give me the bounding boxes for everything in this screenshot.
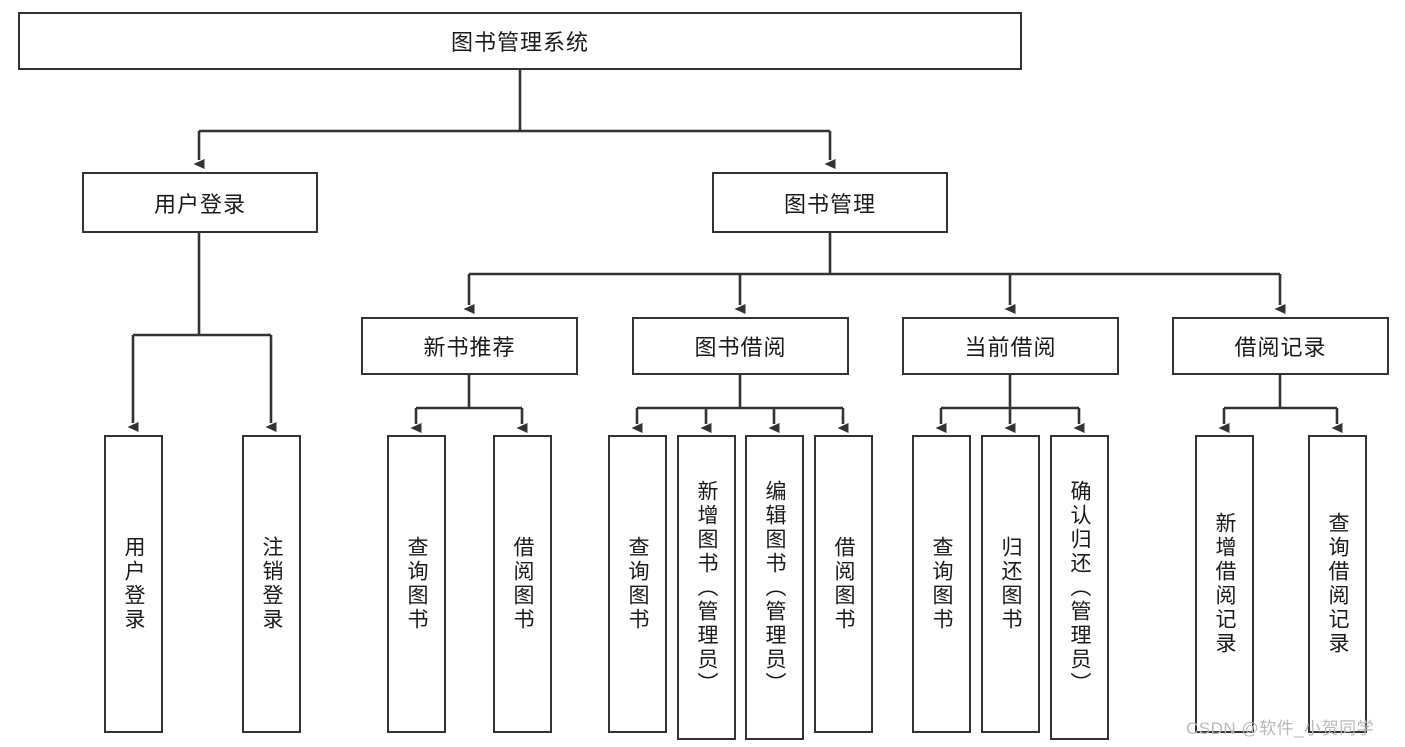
node-leaf-user-login-logout[interactable]: 注销登录 xyxy=(242,435,301,733)
node-user-login[interactable]: 用户登录 xyxy=(82,172,318,233)
node-label: 新增图书（管理员） xyxy=(695,479,719,696)
node-label: 确认归还（管理员） xyxy=(1068,479,1092,696)
node-leaf-user-login-login[interactable]: 用户登录 xyxy=(104,435,163,733)
node-label: 图书借阅 xyxy=(694,335,787,360)
node-label: 查询借阅记录 xyxy=(1326,512,1350,656)
node-leaf-new-book-borrow[interactable]: 借阅图书 xyxy=(493,435,552,733)
node-label: 当前借阅 xyxy=(964,335,1057,360)
node-leaf-book-borrow-edit[interactable]: 编辑图书（管理员） xyxy=(745,435,804,740)
node-label: 归还图书 xyxy=(999,536,1023,632)
node-leaf-current-borrow-query[interactable]: 查询图书 xyxy=(912,435,971,733)
node-label: 图书管理 xyxy=(783,191,876,217)
node-label: 借阅图书 xyxy=(511,536,535,632)
node-label: 新增借阅记录 xyxy=(1213,512,1237,656)
node-book-management[interactable]: 图书管理 xyxy=(712,172,948,233)
node-book-borrow[interactable]: 图书借阅 xyxy=(632,317,849,375)
node-leaf-new-book-query[interactable]: 查询图书 xyxy=(387,435,446,733)
node-label: 图书管理系统 xyxy=(450,30,589,55)
node-label: 新书推荐 xyxy=(423,335,516,360)
node-leaf-current-borrow-confirm[interactable]: 确认归还（管理员） xyxy=(1050,435,1109,740)
node-label: 用户登录 xyxy=(153,191,246,217)
node-leaf-book-borrow-add[interactable]: 新增图书（管理员） xyxy=(677,435,736,740)
node-label: 查询图书 xyxy=(626,536,650,632)
node-leaf-book-borrow-borrow[interactable]: 借阅图书 xyxy=(814,435,873,733)
node-label: 借阅图书 xyxy=(832,536,856,632)
node-label: 用户登录 xyxy=(122,536,146,632)
node-leaf-book-borrow-query[interactable]: 查询图书 xyxy=(608,435,667,733)
node-label: 查询图书 xyxy=(930,536,954,632)
node-leaf-current-borrow-return[interactable]: 归还图书 xyxy=(981,435,1040,733)
node-borrow-record[interactable]: 借阅记录 xyxy=(1172,317,1389,375)
node-root-book-management-system[interactable]: 图书管理系统 xyxy=(18,12,1022,70)
node-new-book-recommend[interactable]: 新书推荐 xyxy=(361,317,578,375)
node-label: 注销登录 xyxy=(260,536,284,632)
node-label: 查询图书 xyxy=(405,536,429,632)
node-leaf-borrow-record-query[interactable]: 查询借阅记录 xyxy=(1308,435,1367,733)
node-label: 编辑图书（管理员） xyxy=(763,479,787,696)
node-leaf-borrow-record-add[interactable]: 新增借阅记录 xyxy=(1195,435,1254,733)
csdn-watermark: CSDN @软件_小贺同学 xyxy=(1186,719,1375,738)
node-label: 借阅记录 xyxy=(1234,335,1327,360)
node-current-borrow[interactable]: 当前借阅 xyxy=(902,317,1119,375)
